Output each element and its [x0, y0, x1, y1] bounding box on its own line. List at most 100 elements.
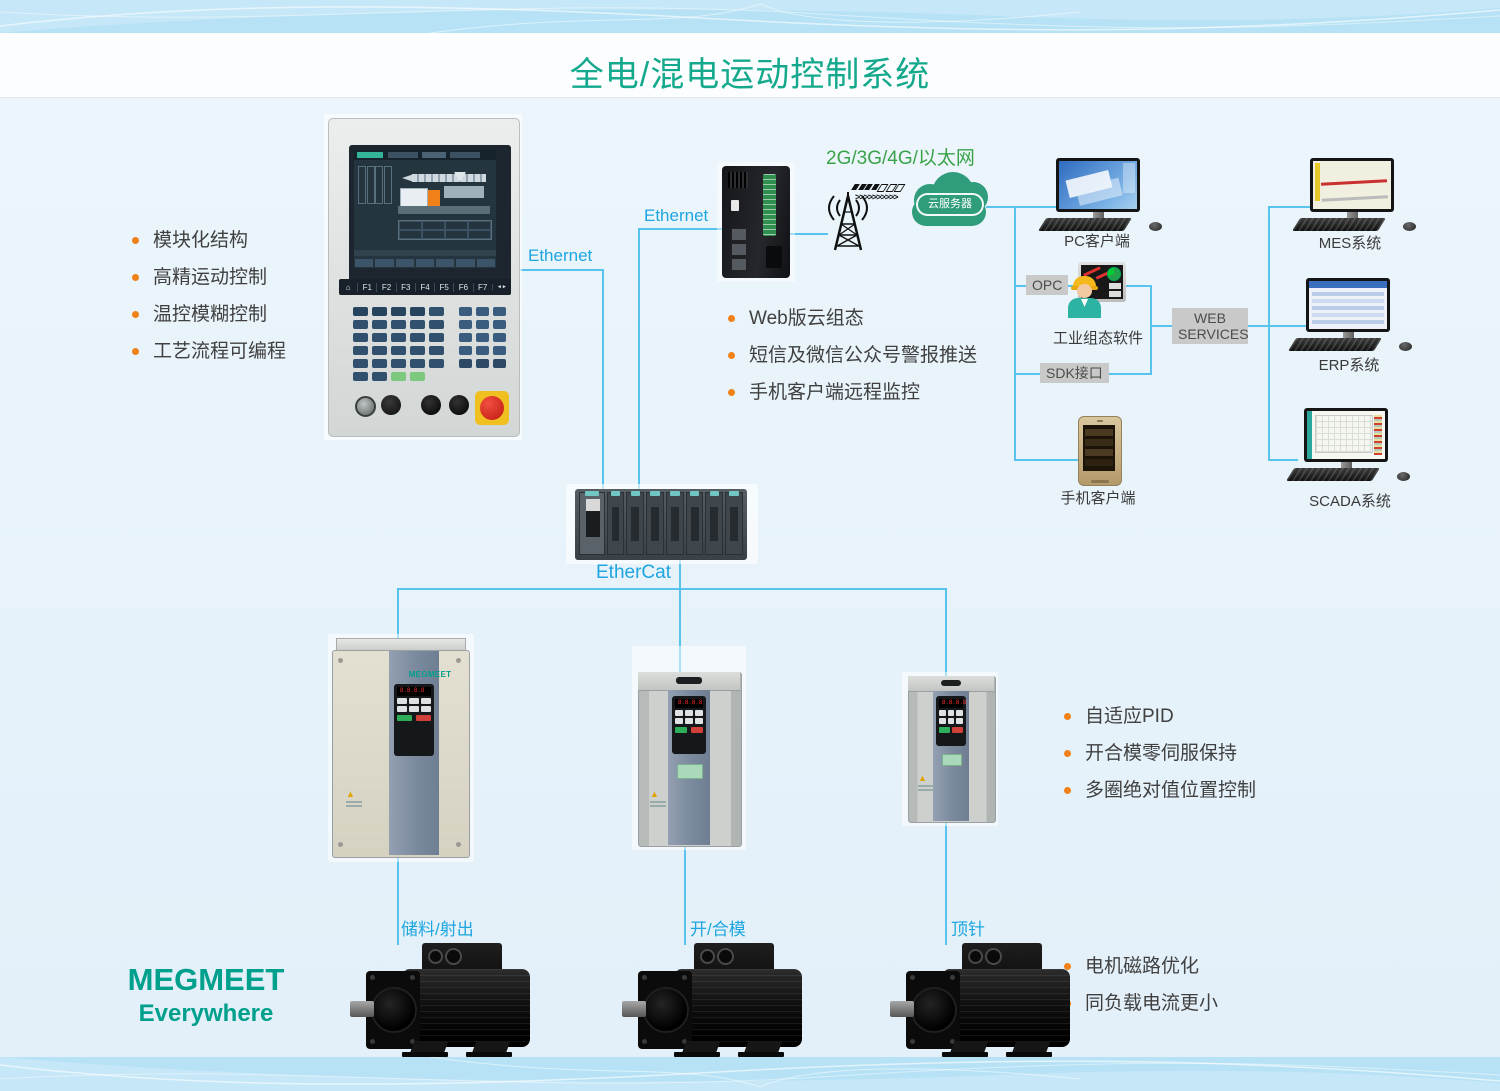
bullet-icon [728, 352, 735, 359]
drive-screw [338, 842, 343, 847]
fkey-f1: F1 [357, 282, 376, 292]
connector-line [945, 588, 947, 676]
web-services-tag: WEB SERVICES [1172, 308, 1249, 344]
sdk-tag: SDK接口 [1040, 363, 1109, 383]
motor-foot-pad [466, 1052, 512, 1057]
wan-label: 2G/3G/4G/以太网 [826, 148, 975, 169]
hmi-knob [449, 395, 469, 415]
plc-io-module [606, 491, 625, 555]
drive-nameplate [677, 764, 703, 779]
erp-label: ERP系统 [1318, 357, 1380, 374]
servo-drive-clamping: ▲ [638, 672, 742, 847]
cloud-feature-list: Web版云组态 短信及微信公众号警报推送 手机客户端远程监控 [728, 306, 977, 417]
connector-line [679, 556, 681, 674]
fkey-f3: F3 [395, 282, 415, 292]
bullet-icon [132, 311, 139, 318]
gateway-terminal-block [763, 174, 776, 236]
scada-system [1285, 408, 1410, 481]
motor-shaft [890, 1001, 914, 1017]
motor-flange [906, 971, 960, 1049]
keyboard [1291, 218, 1387, 231]
ethernet-label-hmi: Ethernet [528, 246, 593, 265]
connector-line [1268, 325, 1322, 327]
feature-text: 开合模零伺服保持 [1085, 743, 1238, 764]
bullet-icon [728, 389, 735, 396]
hmi-key-switch [355, 396, 376, 417]
drive-keypad [672, 696, 706, 754]
feature-text: 短信及微信公众号警报推送 [749, 345, 978, 366]
bullet-icon [1064, 963, 1071, 970]
bullet-icon [1064, 787, 1071, 794]
hmi-screen-softkeys [354, 258, 496, 268]
monitor-screen [1306, 278, 1390, 332]
plc-io-module [685, 491, 704, 555]
top-wave-band [0, 0, 1500, 33]
motor-flange [638, 971, 692, 1049]
feature-text: 高精运动控制 [153, 267, 268, 288]
hmi-keypad-left [351, 305, 451, 383]
list-item: 开合模零伺服保持 [1064, 741, 1256, 766]
list-item: 电机磁路优化 [1064, 954, 1218, 979]
bullet-icon [132, 348, 139, 355]
gateway-usb-port [731, 200, 739, 211]
connector-line [1014, 206, 1060, 208]
emergency-stop-button [475, 391, 509, 425]
bullet-icon [1064, 713, 1071, 720]
ethernet-label-router: Ethernet [644, 206, 709, 225]
hmi-screen-table [398, 220, 492, 240]
feature-text: 温控模糊控制 [153, 304, 268, 325]
connector-line [1150, 325, 1174, 327]
connector-line [1248, 325, 1270, 327]
plc-io-module [705, 491, 724, 555]
axis-label-injection: 储料/射出 [401, 920, 474, 939]
drive-brand-label: MEGMEET [408, 670, 452, 679]
motor-feature-list: 电机磁路优化 同负载电流更小 [1064, 954, 1218, 1028]
list-item: 高精运动控制 [132, 265, 286, 290]
opc-tag: OPC [1026, 275, 1069, 295]
connector-line [1014, 373, 1042, 375]
plc-io-module [725, 491, 743, 555]
scada-software-icon [1068, 262, 1126, 324]
drive-screw [456, 842, 461, 847]
hmi-screen-machine-graphic [398, 170, 490, 216]
fkey-f4: F4 [414, 282, 434, 292]
connector-line [684, 845, 686, 945]
hmi-screen-bezel [349, 145, 511, 283]
connector-line [1268, 206, 1312, 208]
connector-line [1122, 285, 1150, 287]
controller-feature-list: 模块化结构 高精运动控制 温控模糊控制 工艺流程可编程 [132, 228, 286, 376]
connector-line [1014, 285, 1030, 287]
hmi-knob [421, 395, 441, 415]
plc-cpu-module [579, 491, 605, 555]
title-bar: 全电/混电运动控制系统 [0, 33, 1500, 98]
list-item: 多圈绝对值位置控制 [1064, 778, 1256, 803]
drive-screw [338, 658, 343, 663]
hmi-keypad-numeric [457, 305, 511, 370]
motor-body [676, 969, 802, 1047]
mobile-client-label: 手机客户端 [1060, 490, 1136, 507]
drive-keypad [394, 684, 434, 756]
bottom-wave-band [0, 1057, 1500, 1091]
servo-motor-injection [350, 943, 532, 1057]
hmi-screen-topbar [354, 150, 496, 160]
gateway-serial-port [766, 246, 782, 268]
page-title: 全电/混电运动控制系统 [569, 56, 931, 94]
plc-io-module [626, 491, 645, 555]
connector-line [1062, 285, 1076, 287]
mouse [1399, 342, 1412, 351]
connector-line [1150, 285, 1152, 375]
gateway-ethernet-port [731, 243, 747, 256]
list-item: 自适应PID [1064, 704, 1256, 729]
worker-head-icon [1077, 284, 1092, 298]
plc-io-module [646, 491, 664, 555]
list-item: 手机客户端远程监控 [728, 380, 977, 405]
wireless-signal-dashes-icon [851, 184, 906, 192]
drive-nameplate [942, 754, 962, 766]
connector-line [986, 206, 1016, 208]
list-item: Web版云组态 [728, 306, 977, 331]
list-item: 工艺流程可编程 [132, 339, 286, 364]
worker-body-icon [1068, 298, 1101, 318]
hmi-controller: ⌂ F1 F2 F3 F4 F5 F6 F7 ◄► [328, 118, 520, 437]
servo-drive-injection: MEGMEET ▲ [332, 638, 470, 858]
bullet-icon [132, 237, 139, 244]
